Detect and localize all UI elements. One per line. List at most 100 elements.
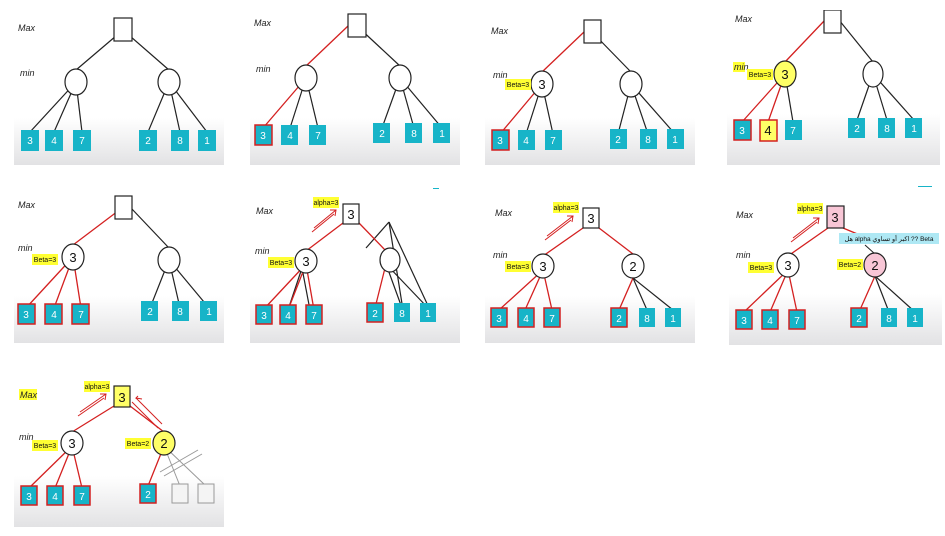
min-node-left bbox=[61, 243, 85, 271]
leaf-value: 1 bbox=[204, 136, 210, 147]
leaf-node-selected bbox=[759, 119, 778, 142]
min-label: min bbox=[18, 243, 33, 253]
leaf-node bbox=[761, 309, 779, 330]
leaf-node bbox=[73, 130, 91, 151]
panel-step-8: Max min alpha=3 3 هل alpha اكبر أو تساوي… bbox=[729, 188, 942, 345]
tree-diagram: Max min 3 Beta=3 3 4 7 2 8 1 bbox=[485, 19, 695, 165]
panel-step-1: Max min 3 4 7 2 8 1 bbox=[14, 10, 224, 165]
leaf-value: 3 bbox=[741, 316, 747, 327]
max-node bbox=[823, 9, 842, 34]
leaf-value: 8 bbox=[645, 135, 651, 146]
max-label-highlight bbox=[19, 389, 37, 400]
leaf-node bbox=[394, 303, 410, 322]
leaf-value: 3 bbox=[261, 311, 267, 322]
min-node-value: 3 bbox=[302, 254, 309, 269]
leaf-value: 2 bbox=[856, 314, 862, 325]
leaf-value: 4 bbox=[287, 131, 293, 142]
leaf-value: 4 bbox=[52, 492, 58, 503]
leaf-node bbox=[279, 304, 297, 325]
min-node-right bbox=[863, 252, 887, 278]
leaf-value: 4 bbox=[285, 311, 291, 322]
beta-tag bbox=[747, 69, 773, 80]
leaf-value: 8 bbox=[411, 129, 417, 140]
max-node-value: 3 bbox=[587, 211, 594, 226]
max-label: Max bbox=[18, 23, 36, 33]
propagation-arrow-right bbox=[131, 395, 163, 429]
leaf-value: 3 bbox=[739, 126, 745, 137]
leaf-value: 2 bbox=[372, 309, 378, 320]
leaf-value: 3 bbox=[497, 136, 503, 147]
leaf-value: 3 bbox=[23, 310, 29, 321]
leaf-node bbox=[543, 307, 561, 328]
leaf-node bbox=[905, 118, 922, 138]
edges bbox=[287, 221, 431, 311]
leaf-node bbox=[639, 308, 655, 327]
leaf-value: 1 bbox=[672, 135, 678, 146]
alpha-tag-text: alpha=3 bbox=[797, 206, 822, 213]
leaf-node bbox=[545, 130, 562, 150]
tree-diagram: Max min alpha=3 3 3 Beta=3 2 Beta=2 3 4 … bbox=[14, 381, 224, 527]
tree-diagram: Max min alpha=3 3 3 Beta=3 3 4 7 2 8 1 bbox=[250, 197, 460, 343]
tree-diagram: Max min 3 4 7 2 8 1 bbox=[250, 13, 460, 165]
leaf-node bbox=[665, 308, 681, 327]
min-label: min bbox=[734, 62, 749, 72]
min-label: min bbox=[256, 64, 271, 74]
max-node-value: 3 bbox=[118, 390, 125, 405]
min-node-value: 2 bbox=[160, 436, 167, 451]
active-edges bbox=[28, 405, 165, 489]
leaf-value: 4 bbox=[764, 123, 771, 138]
leaf-value: 2 bbox=[854, 124, 860, 135]
beta-tag-text: Beta=3 bbox=[750, 265, 772, 272]
leaf-node bbox=[46, 485, 64, 506]
tree-diagram: Max min 3 Beta=3 3 4 7 2 8 1 bbox=[14, 195, 224, 343]
beta-tag bbox=[32, 440, 58, 451]
min-label: min bbox=[493, 70, 508, 80]
leaf-node bbox=[517, 307, 535, 328]
min-node-right bbox=[862, 60, 884, 88]
floor-shade bbox=[485, 118, 695, 165]
floor-shade bbox=[14, 476, 224, 527]
beta-tag bbox=[505, 79, 531, 90]
max-node-value: 3 bbox=[831, 210, 838, 225]
alpha-tag-text: alpha=3 bbox=[553, 205, 578, 212]
leaf-value: 2 bbox=[379, 129, 385, 140]
leaf-node bbox=[610, 307, 628, 328]
panel-step-5: Max min 3 Beta=3 3 4 7 2 8 1 bbox=[14, 188, 224, 343]
max-label: Max bbox=[254, 18, 272, 28]
leaf-node bbox=[20, 485, 38, 506]
leaf-nodes: 3 4 7 2 8 1 bbox=[254, 123, 450, 146]
leaf-node bbox=[139, 483, 157, 504]
min-node-value: 2 bbox=[629, 259, 636, 274]
leaf-nodes: 3 4 7 2 8 1 bbox=[733, 118, 922, 142]
beta-tag-right bbox=[125, 438, 151, 449]
min-node-value: 2 bbox=[871, 258, 878, 273]
max-label: Max bbox=[18, 200, 36, 210]
leaf-value: 7 bbox=[315, 131, 321, 142]
leaf-value: 1 bbox=[206, 307, 212, 318]
max-node bbox=[582, 207, 600, 229]
condition-note-text: هل alpha اكبر أو تساوي ?? Beta bbox=[845, 233, 934, 243]
alpha-tag bbox=[313, 197, 339, 208]
max-node-value: 3 bbox=[347, 207, 354, 222]
leaf-node bbox=[309, 125, 326, 145]
min-node-left bbox=[531, 253, 555, 279]
panel-step-4: Max min 3 Beta=3 3 4 7 2 8 1 bbox=[727, 9, 940, 165]
leaf-value: 8 bbox=[886, 314, 892, 325]
leaf-value: 1 bbox=[425, 309, 431, 320]
leaf-node bbox=[44, 303, 63, 325]
beta-tag-text: Beta=3 bbox=[507, 82, 529, 89]
leaf-node bbox=[878, 118, 895, 138]
min-label: min bbox=[20, 68, 35, 78]
min-node-right bbox=[157, 246, 181, 274]
leaf-node bbox=[518, 130, 535, 150]
leaf-value: 8 bbox=[884, 124, 890, 135]
leaf-value: 7 bbox=[79, 492, 85, 503]
edges bbox=[874, 275, 916, 313]
leaf-node bbox=[667, 129, 684, 149]
panel-step-3: Max min 3 Beta=3 3 4 7 2 8 1 bbox=[485, 10, 695, 165]
leaf-node bbox=[610, 129, 627, 149]
leaf-value: 1 bbox=[670, 314, 676, 325]
alpha-tag-text: alpha=3 bbox=[313, 200, 338, 207]
leaf-value: 7 bbox=[550, 136, 556, 147]
leaf-node bbox=[373, 123, 390, 143]
